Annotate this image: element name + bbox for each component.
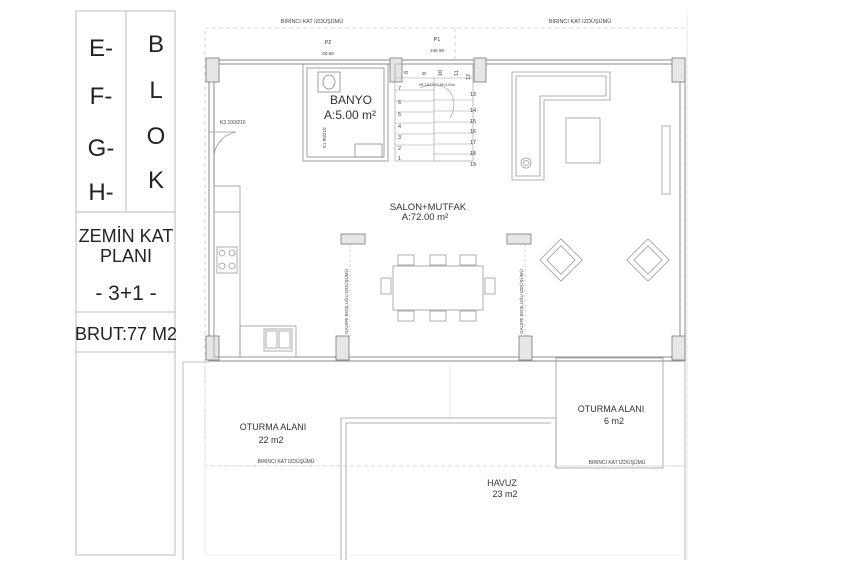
projection-label-top-left: BIRINCI KAT IZDÜŞÜMÜ xyxy=(281,18,343,25)
l-shaped-sofa xyxy=(511,71,671,195)
stair-step-number: 6 xyxy=(398,100,401,106)
projection-label-bottom-left: BIRINCI KAT IZDÜŞÜMÜ xyxy=(258,458,315,465)
plan-title-line-1: ZEMİN KAT xyxy=(79,226,174,246)
terrace-outline xyxy=(182,361,686,560)
stair-step-number: 3 xyxy=(398,135,401,141)
gross-area: BRUT:77 M2 xyxy=(75,324,177,344)
gallery-void-label-left: GALERI BOŞLUĞU IZDÜŞÜMÜ xyxy=(343,269,349,334)
stair-step-number: 7 xyxy=(398,86,401,92)
block-letter-f: F- xyxy=(90,83,113,110)
legend-panel: E- F- G- H- B L O K ZEMİN KAT PLANI - 3+… xyxy=(75,10,177,556)
stair-step-number: 19 xyxy=(470,162,476,168)
projection-label-bottom-right: BIRINCI KAT IZDÜŞÜMÜ xyxy=(589,459,646,466)
stair-step-number: 13 xyxy=(470,92,476,98)
door-k1-label: K1 80/210 xyxy=(322,127,327,148)
staircase xyxy=(394,63,474,162)
block-letter-g: G- xyxy=(88,135,115,162)
upper-floor-projection xyxy=(204,27,688,467)
armchairs xyxy=(539,238,670,282)
stair-step-number: 8 xyxy=(404,71,410,74)
seating-right-name: OTURMA ALANI xyxy=(578,404,645,414)
projection-label-top-right: BIRINCI KAT IZDÜŞÜMÜ xyxy=(549,18,611,25)
pool-name: HAVUZ xyxy=(487,478,517,488)
stair-step-number: 14 xyxy=(470,108,476,114)
block-word-k: K xyxy=(148,167,164,194)
window-p1-label: P1 xyxy=(434,37,441,43)
seating-right-area: 6 m2 xyxy=(604,416,624,426)
stair-step-number: 1 xyxy=(398,156,401,162)
stair-step-numbers: 7 6 5 4 3 2 1 8 9 10 11 12 13 14 15 16 1… xyxy=(398,70,476,168)
stair-step-number: 9 xyxy=(422,72,428,75)
pool xyxy=(340,417,557,560)
stair-step-number: 10 xyxy=(438,70,444,76)
stair-step-number: 17 xyxy=(470,140,476,146)
stair-step-number: 5 xyxy=(398,112,401,118)
window-p2-dim: 60 60 xyxy=(322,51,334,56)
unit-type: - 3+1 - xyxy=(95,282,156,305)
bathroom-name: BANYO xyxy=(330,93,372,107)
block-word-o: O xyxy=(147,123,166,150)
pool-area: 23 m2 xyxy=(492,489,517,499)
entrance-door xyxy=(209,131,237,156)
window-p1-dim: 240 60 xyxy=(430,48,444,53)
window-p2-label: P2 xyxy=(325,40,332,46)
seating-left-name: OTURMA ALANI xyxy=(240,422,307,432)
salon-area: A:72.00 m² xyxy=(402,212,448,223)
stair-note: 9R-18/27/17.39×3.00m xyxy=(419,83,455,87)
door-k3-label: K3 100/210 xyxy=(220,120,246,126)
bathroom-area: A:5.00 m² xyxy=(324,108,376,122)
block-word-b: B xyxy=(148,31,164,58)
terrace-inner-lines xyxy=(204,362,451,555)
seating-left-area: 22 m2 xyxy=(258,435,283,445)
seating-area-right xyxy=(555,357,664,469)
stair-step-number: 12 xyxy=(466,74,472,80)
stair-step-number: 18 xyxy=(470,151,476,157)
block-letter-h: H- xyxy=(88,179,113,206)
stair-step-number: 11 xyxy=(454,70,460,76)
kitchen-counter xyxy=(213,185,297,358)
plan-title-line-2: PLANI xyxy=(100,246,152,266)
gallery-void-lines xyxy=(349,244,526,336)
block-letter-e: E- xyxy=(89,35,113,62)
bathroom-room xyxy=(302,63,389,162)
dining-table xyxy=(380,254,496,322)
stair-step-number: 4 xyxy=(398,124,401,130)
block-word-l: L xyxy=(149,77,162,104)
stair-step-number: 15 xyxy=(470,119,476,125)
stair-step-number: 2 xyxy=(398,146,401,152)
gallery-void-label-right: GALERI BOŞLUĞU IZDÜŞÜMÜ xyxy=(518,269,524,334)
salon-name: SALON+MUTFAK xyxy=(390,202,467,213)
structural-columns xyxy=(205,57,686,361)
stair-step-number: 16 xyxy=(470,129,476,135)
